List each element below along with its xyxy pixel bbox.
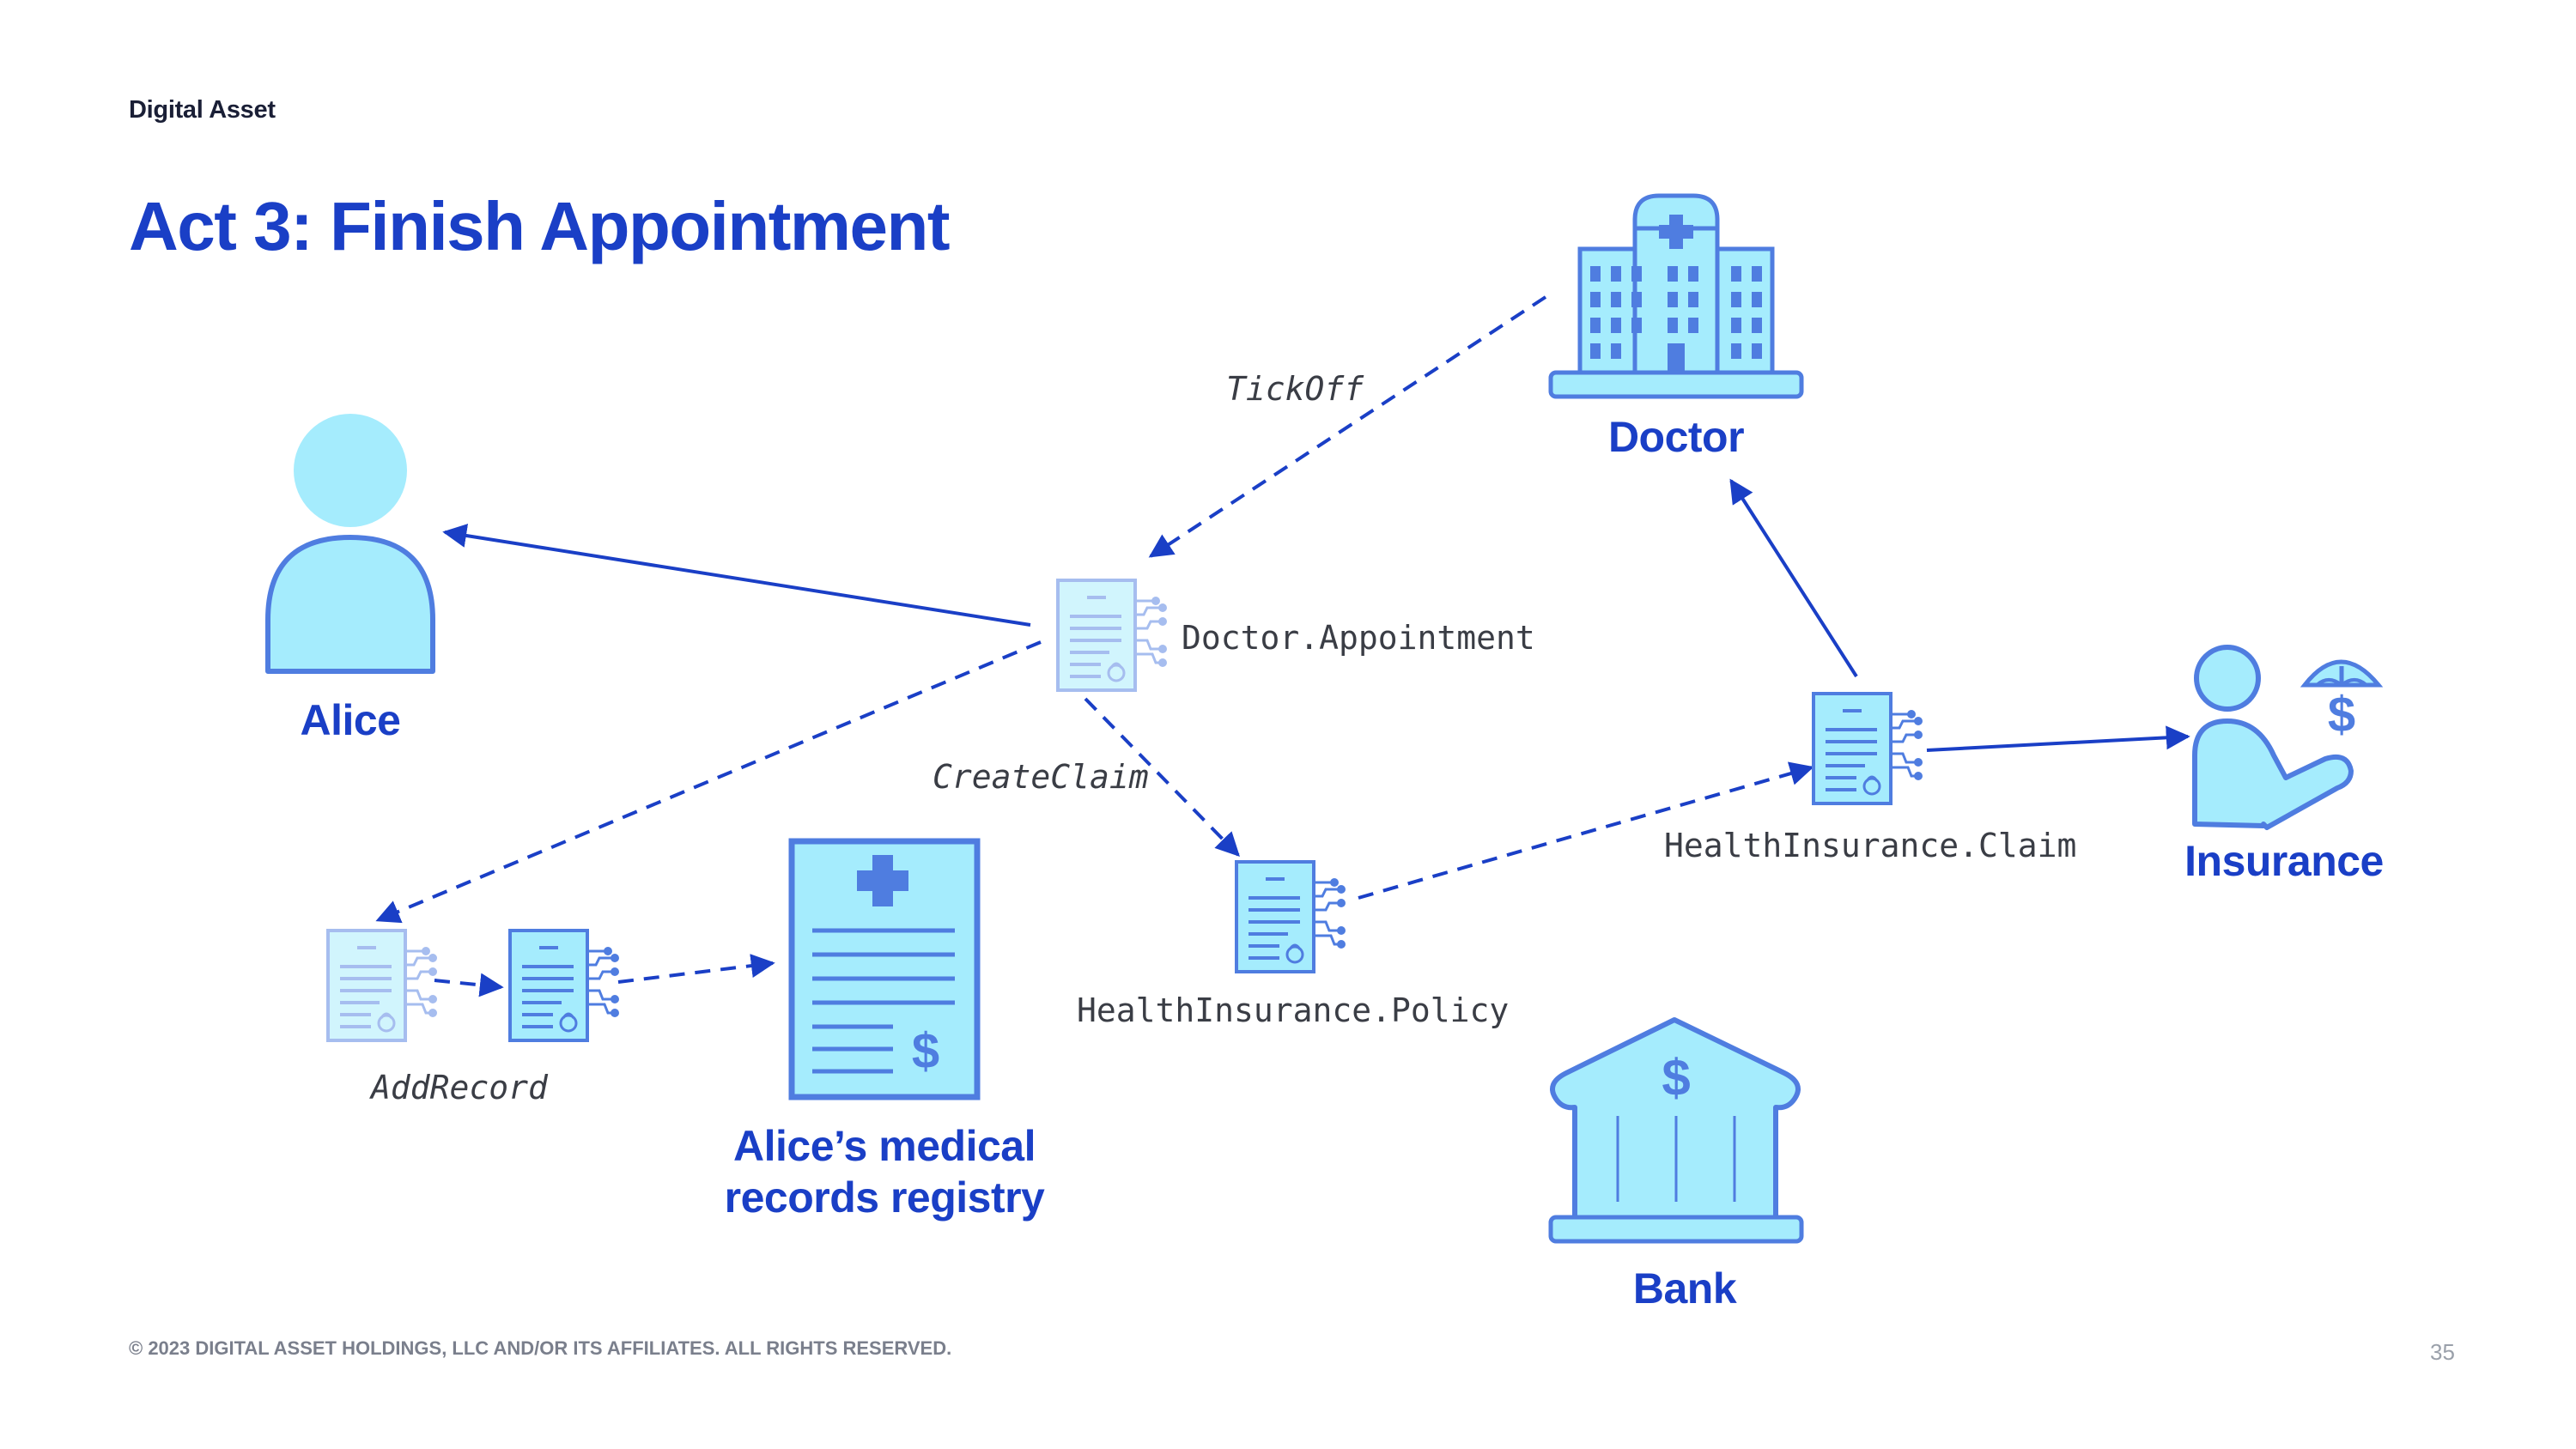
record-contract-icon <box>508 929 621 1042</box>
person-icon <box>265 414 435 674</box>
insurance-agent-icon: $ <box>2192 645 2384 830</box>
svg-text:$: $ <box>2328 687 2355 743</box>
doctor-label: Doctor <box>1608 413 1744 461</box>
arrow-appointment-to-archived-record <box>375 640 1042 924</box>
tickoff-choice-label: TickOff <box>1226 370 1364 408</box>
registry-label-line2: records registry <box>725 1173 1045 1222</box>
claim-contract-icon <box>1812 692 1924 805</box>
page-title: Act 3: Finish Appointment <box>129 188 951 264</box>
svg-text:$: $ <box>912 1023 939 1079</box>
appointment-contract-label: Doctor.Appointment <box>1182 619 1535 657</box>
policy-contract-label: HealthInsurance.Policy <box>1077 991 1509 1029</box>
hospital-icon <box>1548 193 1804 399</box>
addrecord-choice-label: AddRecord <box>369 1069 549 1106</box>
arrow-tickoff <box>1148 295 1547 558</box>
bank-label: Bank <box>1633 1264 1737 1313</box>
bank-icon: $ <box>1548 1017 1804 1244</box>
arrow-addrecord-step <box>434 973 504 997</box>
arrow-appointment-to-alice <box>442 524 1031 627</box>
copyright-footer: © 2023 DIGITAL ASSET HOLDINGS, LLC AND/O… <box>129 1337 952 1359</box>
appointment-contract-icon <box>1056 579 1169 692</box>
medical-record-icon: $ <box>788 838 981 1100</box>
arrow-record-to-registry <box>617 954 775 984</box>
archived-record-contract-icon <box>326 929 439 1042</box>
arrow-policy-to-claim <box>1358 761 1814 900</box>
svg-text:$: $ <box>1662 1049 1690 1106</box>
page-number: 35 <box>2430 1339 2455 1365</box>
claim-contract-label: HealthInsurance.Claim <box>1664 827 2076 864</box>
createclaim-choice-label: CreateClaim <box>933 758 1149 796</box>
alice-label: Alice <box>300 696 400 744</box>
digital-asset-logo: Digital Asset <box>129 96 276 124</box>
policy-contract-icon <box>1235 860 1347 973</box>
arrow-claim-to-insurance <box>1926 725 2190 752</box>
arrow-createclaim <box>1084 697 1240 858</box>
arrow-claim-to-doctor <box>1729 478 1858 678</box>
insurance-label: Insurance <box>2184 837 2384 885</box>
registry-label-line1: Alice’s medical <box>733 1122 1036 1170</box>
